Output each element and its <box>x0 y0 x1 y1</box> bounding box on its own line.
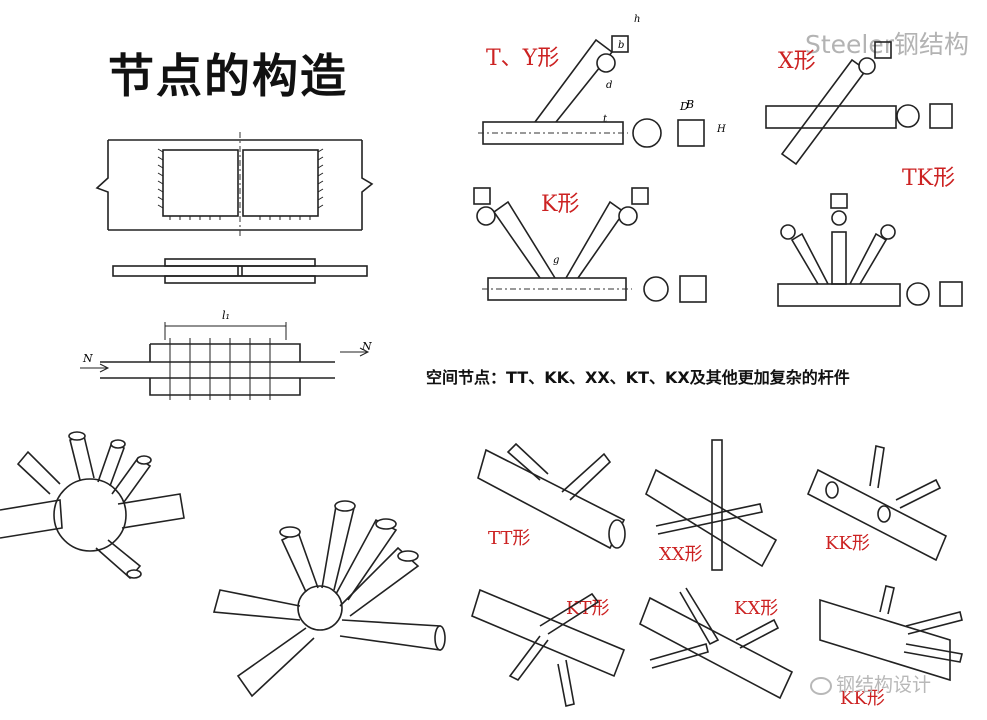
kt-joint-drawing <box>471 588 626 707</box>
ball-joint-right <box>212 500 446 698</box>
bolted-lap-joint <box>80 322 370 400</box>
label-x-joint: X形 <box>778 49 816 74</box>
k-joint-drawing <box>473 187 707 303</box>
dim-label-B: B <box>686 98 695 111</box>
brand-watermark: Steeler钢结构 <box>804 30 969 59</box>
label-kk-joint-bottom: KK形 <box>840 688 885 709</box>
label-kk-joint-top: KK形 <box>825 533 870 554</box>
ty-joint-drawing <box>478 35 705 148</box>
label-kx-joint: KX形 <box>734 598 779 619</box>
dim-label-t: t <box>603 114 608 125</box>
dim-label-d: d <box>606 80 613 91</box>
welded-splice-section <box>112 258 368 284</box>
label-ty-joint: T、Y形 <box>486 46 560 71</box>
xx-joint-drawing <box>644 439 778 571</box>
dim-label-D: D <box>680 100 689 113</box>
wechat-watermark: 钢结构设计 <box>810 670 931 697</box>
label-k-joint: K形 <box>541 192 580 217</box>
tk-joint-drawing <box>777 193 963 307</box>
label-tt-joint: TT形 <box>488 528 531 549</box>
force-label-left: N <box>83 352 93 365</box>
dim-label-h: h <box>634 14 641 25</box>
length-label: l₁ <box>222 309 230 322</box>
kk-joint-bottom-drawing <box>819 585 963 682</box>
kk-joint-top-drawing <box>806 445 948 562</box>
label-xx-joint: XX形 <box>659 544 703 565</box>
welded-splice-plan <box>95 132 374 236</box>
dim-label-b: b <box>618 40 625 51</box>
dim-label-H: H <box>717 124 726 135</box>
tt-joint-drawing <box>477 442 626 550</box>
space-joint-caption: 空间节点：TT、KK、XX、KT、KX及其他更加复杂的杆件 <box>426 368 850 387</box>
wechat-icon <box>810 676 832 695</box>
page-title: 节点的构造 <box>108 49 348 103</box>
dim-label-g: g <box>553 255 560 266</box>
ball-joint-left <box>0 431 185 580</box>
kx-joint-drawing <box>638 587 794 700</box>
force-label-right: N <box>362 340 372 353</box>
label-tk-joint: TK形 <box>902 166 956 191</box>
x-joint-drawing <box>765 41 953 166</box>
